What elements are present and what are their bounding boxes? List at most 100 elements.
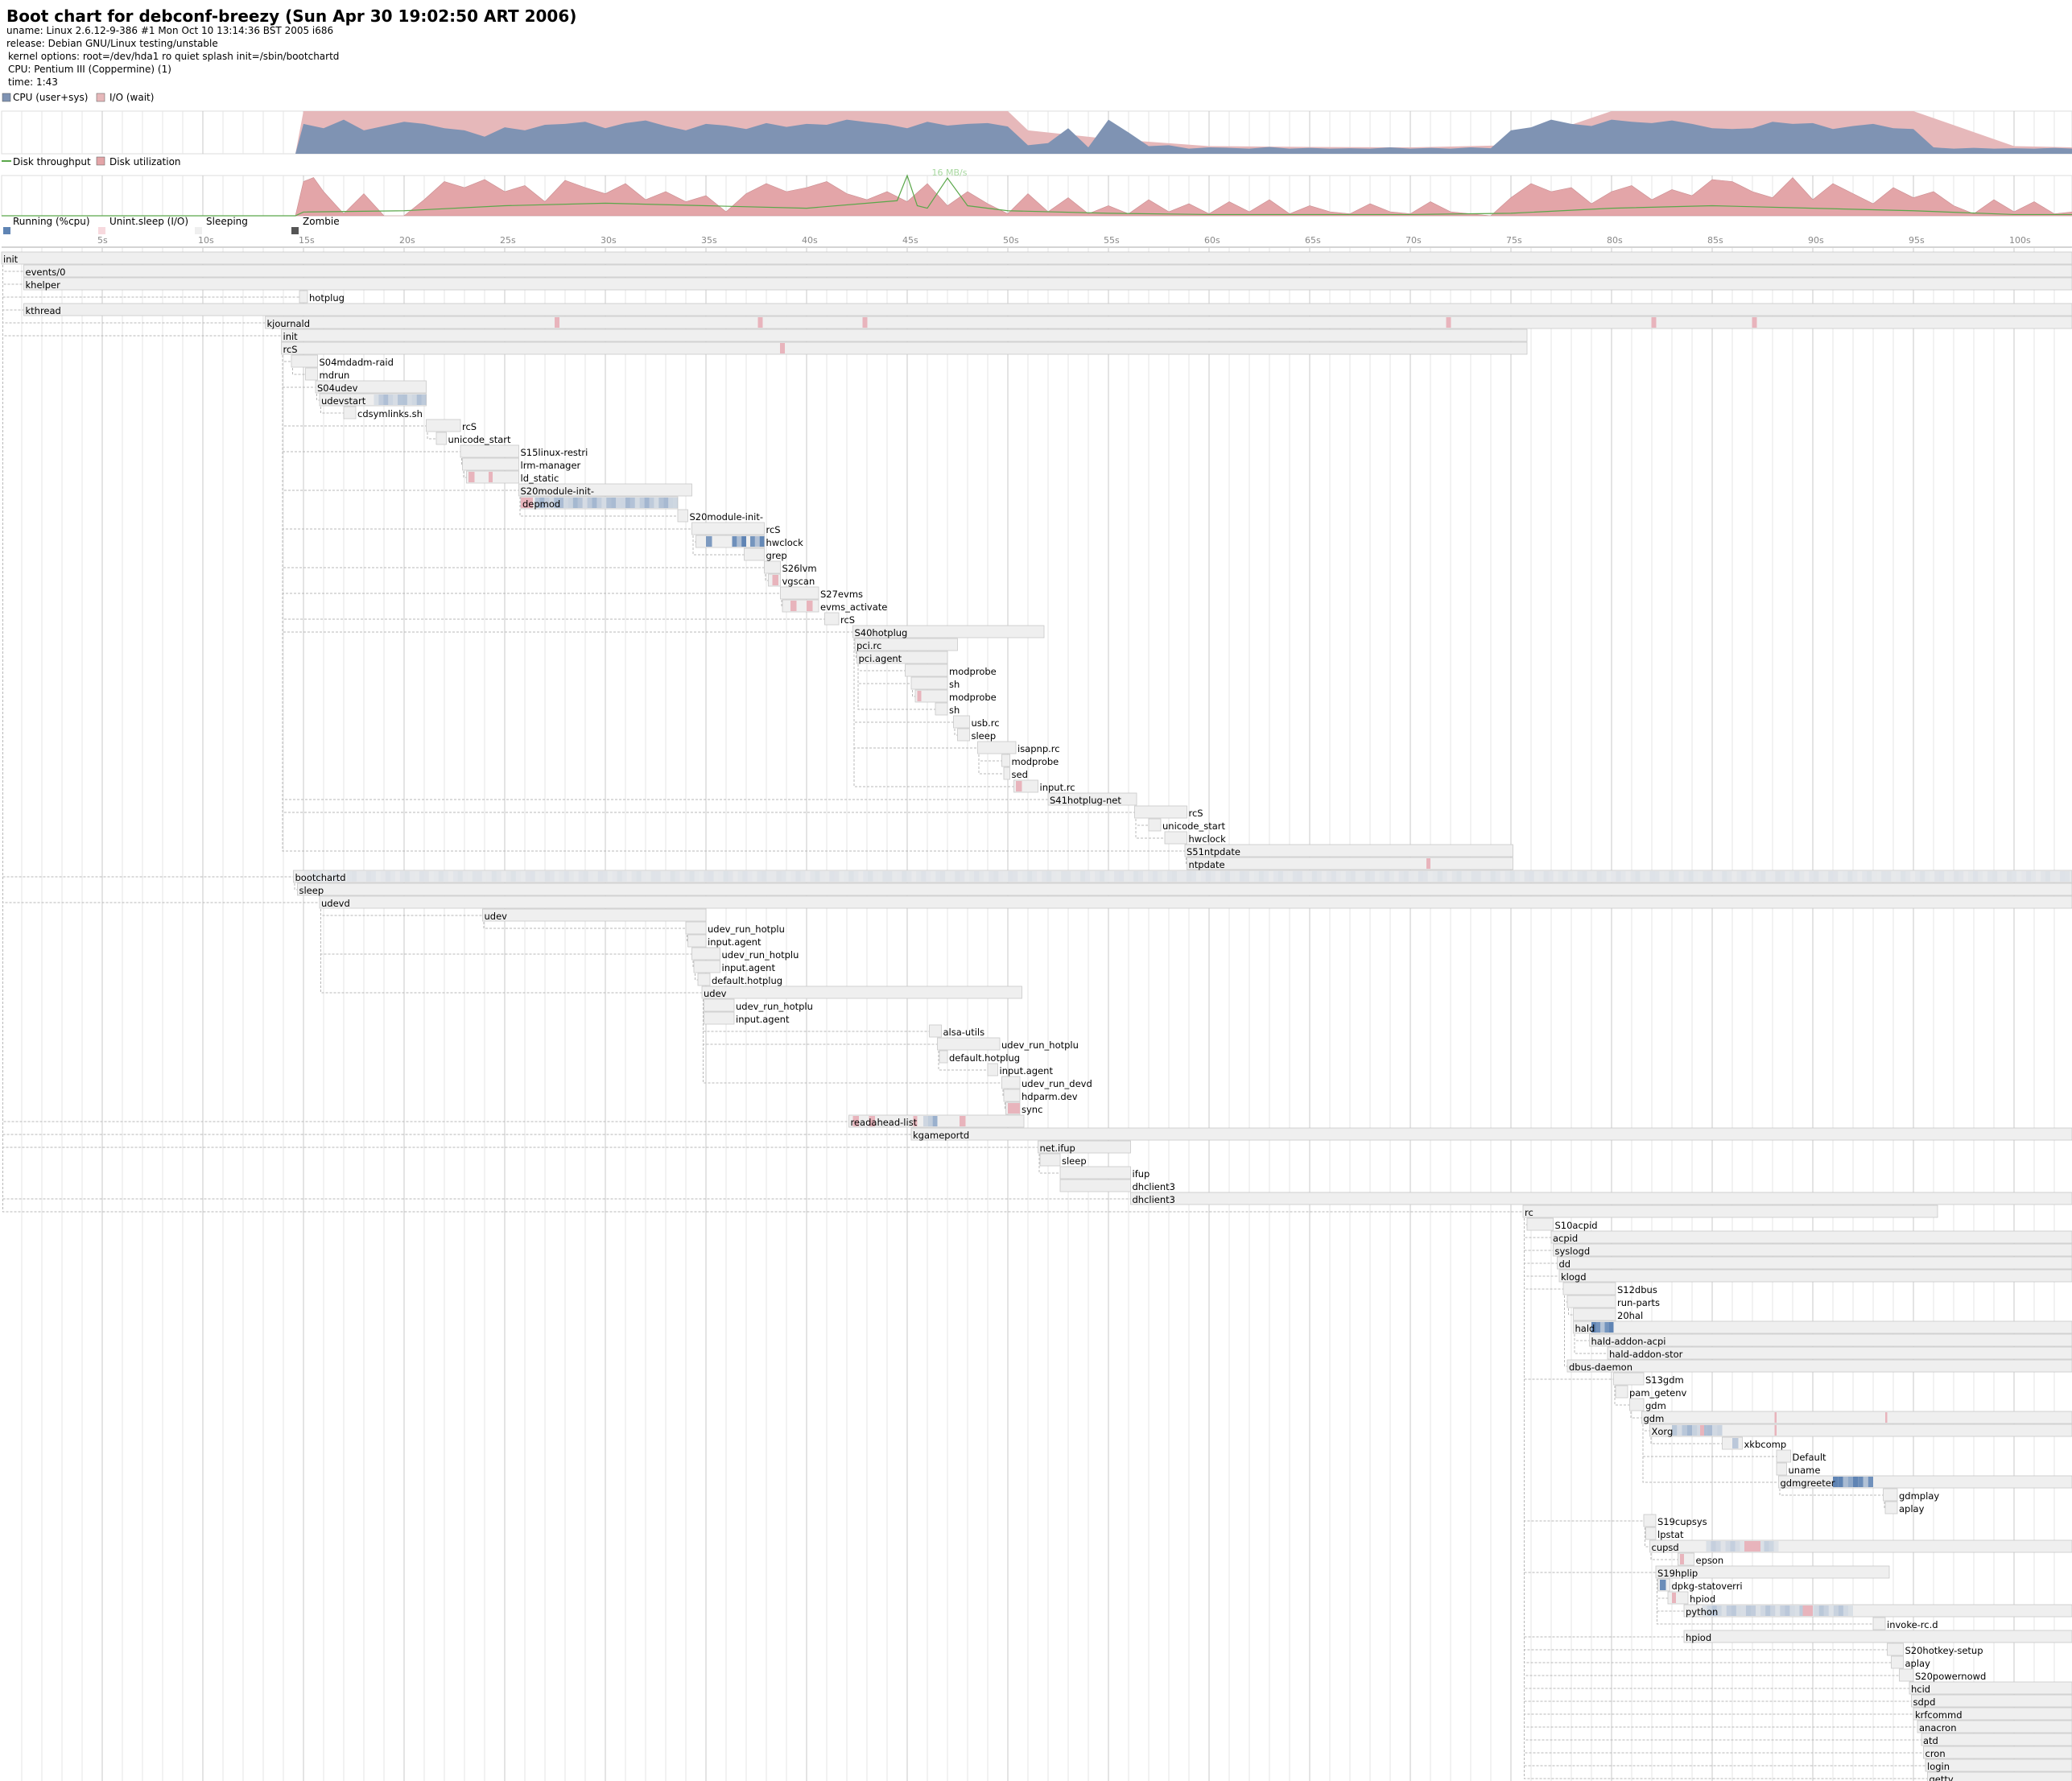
time-tick-label: 90s	[1808, 235, 1824, 246]
process-cpu-mark	[1905, 871, 1911, 882]
process-cpu-mark	[1119, 871, 1125, 882]
process-cpu-mark	[1872, 871, 1877, 882]
process-bar	[701, 986, 1022, 999]
process-label: sed	[1012, 769, 1028, 780]
process-label: S19hplip	[1657, 1568, 1698, 1579]
process-bar	[1645, 1527, 1657, 1540]
process-cpu-mark	[341, 871, 347, 882]
unint-legend-swatch	[98, 227, 105, 234]
process-label: sdpd	[1913, 1696, 1936, 1708]
process-cpu-mark	[510, 871, 516, 882]
process-cpu-mark	[1697, 1425, 1703, 1436]
process-label: Default	[1793, 1452, 1827, 1463]
process-cpu-mark	[1611, 871, 1616, 882]
process-cpu-mark	[535, 871, 540, 882]
process-bar	[677, 509, 688, 523]
process-connector	[857, 664, 906, 671]
process-cpu-mark	[1003, 871, 1009, 882]
process-label: kjournald	[267, 318, 311, 329]
process-cpu-mark	[1282, 871, 1288, 882]
process-cpu-mark	[1789, 1605, 1795, 1616]
process-cpu-mark	[1316, 871, 1322, 882]
process-label: cdsymlinks.sh	[357, 408, 423, 419]
process-io-mark	[1700, 1425, 1704, 1436]
process-cpu-mark	[1224, 871, 1230, 882]
process-cpu-mark	[931, 871, 936, 882]
disk-utilization-area	[2, 177, 2072, 217]
process-cpu-mark	[892, 871, 898, 882]
process-cpu-mark	[1780, 871, 1785, 882]
process-cpu-mark	[486, 871, 492, 882]
process-io-mark	[1774, 1425, 1777, 1436]
process-cpu-mark	[1210, 871, 1216, 882]
process-bar	[1573, 1308, 1616, 1321]
process-label: bootchartd	[295, 872, 346, 883]
process-cpu-mark	[1595, 1322, 1600, 1333]
process-cpu-mark	[1756, 1605, 1761, 1616]
process-label: S41hotplug-net	[1050, 795, 1121, 806]
process-cpu-mark	[713, 871, 719, 882]
process-bar	[1003, 1089, 1021, 1102]
process-label: usb.rc	[972, 717, 1000, 729]
time-tick-label: 30s	[601, 235, 617, 246]
process-cpu-mark	[1133, 871, 1139, 882]
process-bar	[1649, 1424, 2072, 1437]
process-cpu-mark	[1476, 871, 1481, 882]
process-cpu-mark	[390, 871, 395, 882]
process-label: aplay	[1905, 1658, 1931, 1669]
process-bar	[460, 444, 519, 458]
process-cpu-mark	[1833, 871, 1839, 882]
process-connector	[857, 664, 911, 684]
process-cpu-mark	[1717, 871, 1723, 882]
process-bar	[1184, 844, 1513, 857]
process-cpu-mark	[636, 871, 642, 882]
process-label: udev	[485, 911, 508, 922]
process-cpu-mark	[1664, 871, 1670, 882]
process-cpu-mark	[1514, 871, 1520, 882]
process-cpu-mark	[882, 871, 888, 882]
process-cpu-mark	[673, 498, 678, 508]
process-connector	[1564, 1295, 1567, 1367]
process-cpu-mark	[2021, 871, 2027, 882]
process-cpu-mark	[1471, 871, 1476, 882]
process-bar	[1164, 831, 1187, 845]
process-cpu-mark	[805, 871, 811, 882]
process-label: net.ifup	[1040, 1143, 1075, 1154]
process-bar	[905, 663, 948, 677]
cpu-legend-swatch	[2, 93, 11, 102]
process-cpu-mark	[1833, 1477, 1839, 1487]
process-cpu-mark	[649, 498, 654, 508]
process-cpu-mark	[1524, 871, 1529, 882]
process-bar	[957, 728, 970, 742]
process-cpu-mark	[1765, 1605, 1771, 1616]
process-cpu-mark	[737, 871, 743, 882]
process-cpu-mark	[1533, 871, 1539, 882]
process-cpu-mark	[810, 871, 815, 882]
process-cpu-mark	[423, 871, 429, 882]
process-bar	[23, 264, 2072, 278]
process-bar	[1557, 1256, 2072, 1270]
process-cpu-mark	[1881, 871, 1887, 882]
process-connector	[692, 535, 696, 543]
process-cpu-mark	[1306, 871, 1312, 882]
process-cpu-mark	[1958, 871, 1964, 882]
process-cpu-mark	[737, 536, 742, 547]
process-bar	[1562, 1282, 1616, 1295]
process-label: cupsd	[1652, 1542, 1679, 1553]
process-cpu-mark	[629, 498, 635, 508]
process-cpu-mark	[1008, 871, 1013, 882]
process-bar	[764, 560, 781, 574]
time-tick-label: 70s	[1405, 235, 1422, 246]
process-cpu-mark	[1686, 1425, 1692, 1436]
process-io-mark	[1651, 317, 1657, 328]
process-cpu-mark	[781, 871, 786, 882]
process-cpu-mark	[1715, 1541, 1721, 1552]
process-label: rcS	[462, 421, 477, 432]
disk-chart: 16 MB/s	[1, 167, 2072, 217]
process-cpu-mark	[2026, 871, 2032, 882]
process-connector	[938, 1051, 988, 1071]
process-cpu-mark	[356, 871, 361, 882]
process-cpu-mark	[393, 395, 398, 405]
process-bar	[426, 419, 461, 432]
process-cpu-mark	[1702, 1605, 1707, 1616]
